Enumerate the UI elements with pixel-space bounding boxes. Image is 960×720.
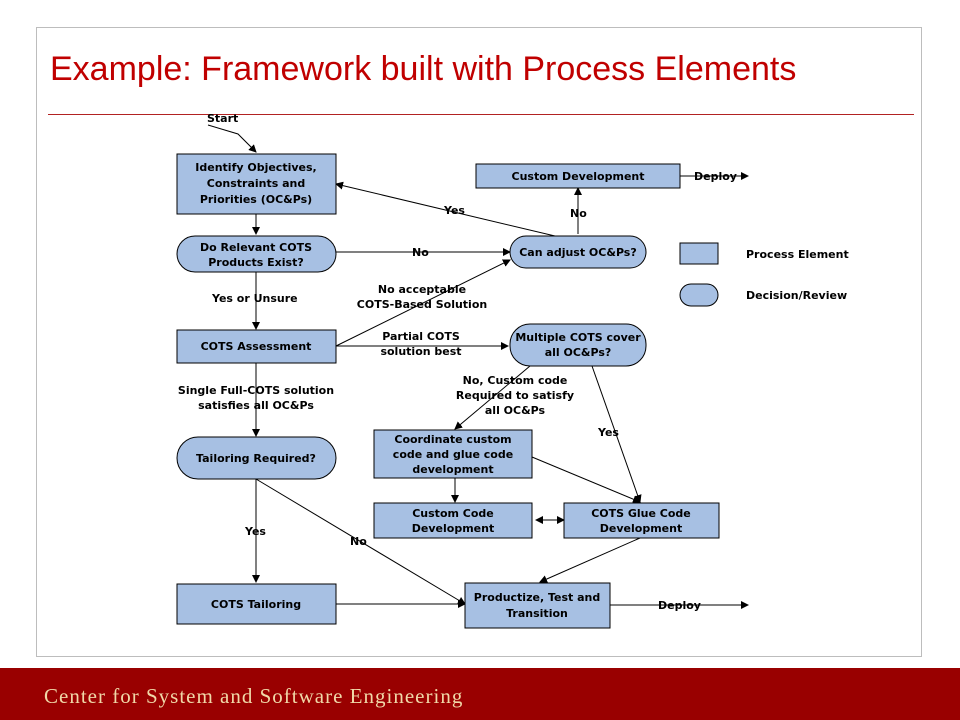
- svg-text:Custom Development: Custom Development: [512, 170, 645, 183]
- node-line: Priorities (OC&Ps): [200, 193, 312, 206]
- label-yes-multiple: Yes: [597, 426, 619, 439]
- label-deploy-bottom: Deploy: [658, 599, 701, 612]
- svg-text:Tailoring Required?: Tailoring Required?: [196, 452, 316, 465]
- arrow-canadjust-yes: [335, 181, 556, 237]
- node-line: Development: [600, 522, 682, 535]
- label-no-tailoring: No: [350, 535, 367, 548]
- footer-text: Center for System and Software Engineeri…: [44, 684, 464, 708]
- node-line: COTS Tailoring: [211, 598, 301, 611]
- svg-text:COTS Assessment: COTS Assessment: [201, 340, 312, 353]
- node-line: Transition: [506, 607, 568, 620]
- title-divider: [48, 114, 914, 115]
- svg-text:Can adjust OC&Ps?: Can adjust OC&Ps?: [519, 246, 637, 259]
- arrow-tailoring-no: [255, 478, 466, 605]
- node-tailoring-required: Tailoring Required?: [176, 436, 337, 480]
- node-line: Development: [412, 522, 494, 535]
- node-line: COTS Glue Code: [591, 507, 691, 520]
- node-line: Custom Development: [512, 170, 645, 183]
- label-yes-or-unsure: Yes or Unsure: [211, 292, 298, 305]
- node-relevant-cots: Do Relevant COTS Products Exist?: [176, 235, 337, 273]
- node-line: all OC&Ps?: [545, 346, 612, 359]
- footer-bar: [0, 668, 960, 720]
- arrow-glue-to-productize: [539, 537, 641, 583]
- slide-frame: [36, 27, 922, 657]
- legend-decision-label: Decision/Review: [746, 289, 847, 302]
- node-cots-tailoring: COTS Tailoring: [176, 583, 337, 625]
- label-start: Start: [207, 112, 238, 125]
- label-no-relevant: No: [412, 246, 429, 259]
- node-line: COTS Assessment: [201, 340, 312, 353]
- node-line: Products Exist?: [208, 256, 303, 269]
- legend-process-label: Process Element: [746, 248, 849, 261]
- node-line: code and glue code: [393, 448, 513, 461]
- node-coordinate-custom-code: Coordinate custom code and glue code devel…: [373, 429, 533, 479]
- node-line: development: [412, 463, 493, 476]
- node-line: Identify Objectives,: [195, 161, 316, 174]
- node-can-adjust: Can adjust OC&Ps?: [509, 235, 647, 269]
- legend-process-swatch: [679, 242, 719, 265]
- node-cots-assessment: COTS Assessment: [176, 329, 337, 364]
- arrow-multiple-yes: [591, 365, 642, 503]
- label-yes-identify: Yes: [443, 204, 465, 217]
- legend: Process Element Decision/Review: [679, 242, 849, 307]
- node-line: Coordinate custom: [394, 433, 511, 446]
- svg-text:COTS Tailoring: COTS Tailoring: [211, 598, 301, 611]
- arrow-multiple-no: [454, 365, 531, 430]
- node-line: Can adjust OC&Ps?: [519, 246, 637, 259]
- svg-text:Identify Objectives,Constraint: Identify Objectives, Constraints andPrior…: [195, 161, 316, 206]
- label-no-custom: No: [570, 207, 587, 220]
- arrow-start-to-identify: [207, 124, 257, 153]
- node-line: Constraints and: [207, 177, 305, 190]
- node-custom-development: Custom Development: [475, 163, 681, 189]
- connectors: [207, 124, 749, 609]
- label-yes-tailoring: Yes: [244, 525, 266, 538]
- node-line: Custom Code: [412, 507, 494, 520]
- slide-title: Example: Framework built with Process El…: [50, 50, 797, 88]
- arrow-coordinate-to-glue: [531, 456, 641, 503]
- node-multiple-cots: Multiple COTS cover all OC&Ps?: [509, 323, 647, 367]
- node-line: Do Relevant COTS: [200, 241, 312, 254]
- node-line: Multiple COTS cover: [515, 331, 641, 344]
- node-line: Tailoring Required?: [196, 452, 316, 465]
- label-deploy-top: Deploy: [694, 170, 737, 183]
- node-line: Productize, Test and: [474, 591, 600, 604]
- arrow-no-acceptable: [335, 259, 511, 347]
- legend-decision-swatch: [679, 283, 719, 307]
